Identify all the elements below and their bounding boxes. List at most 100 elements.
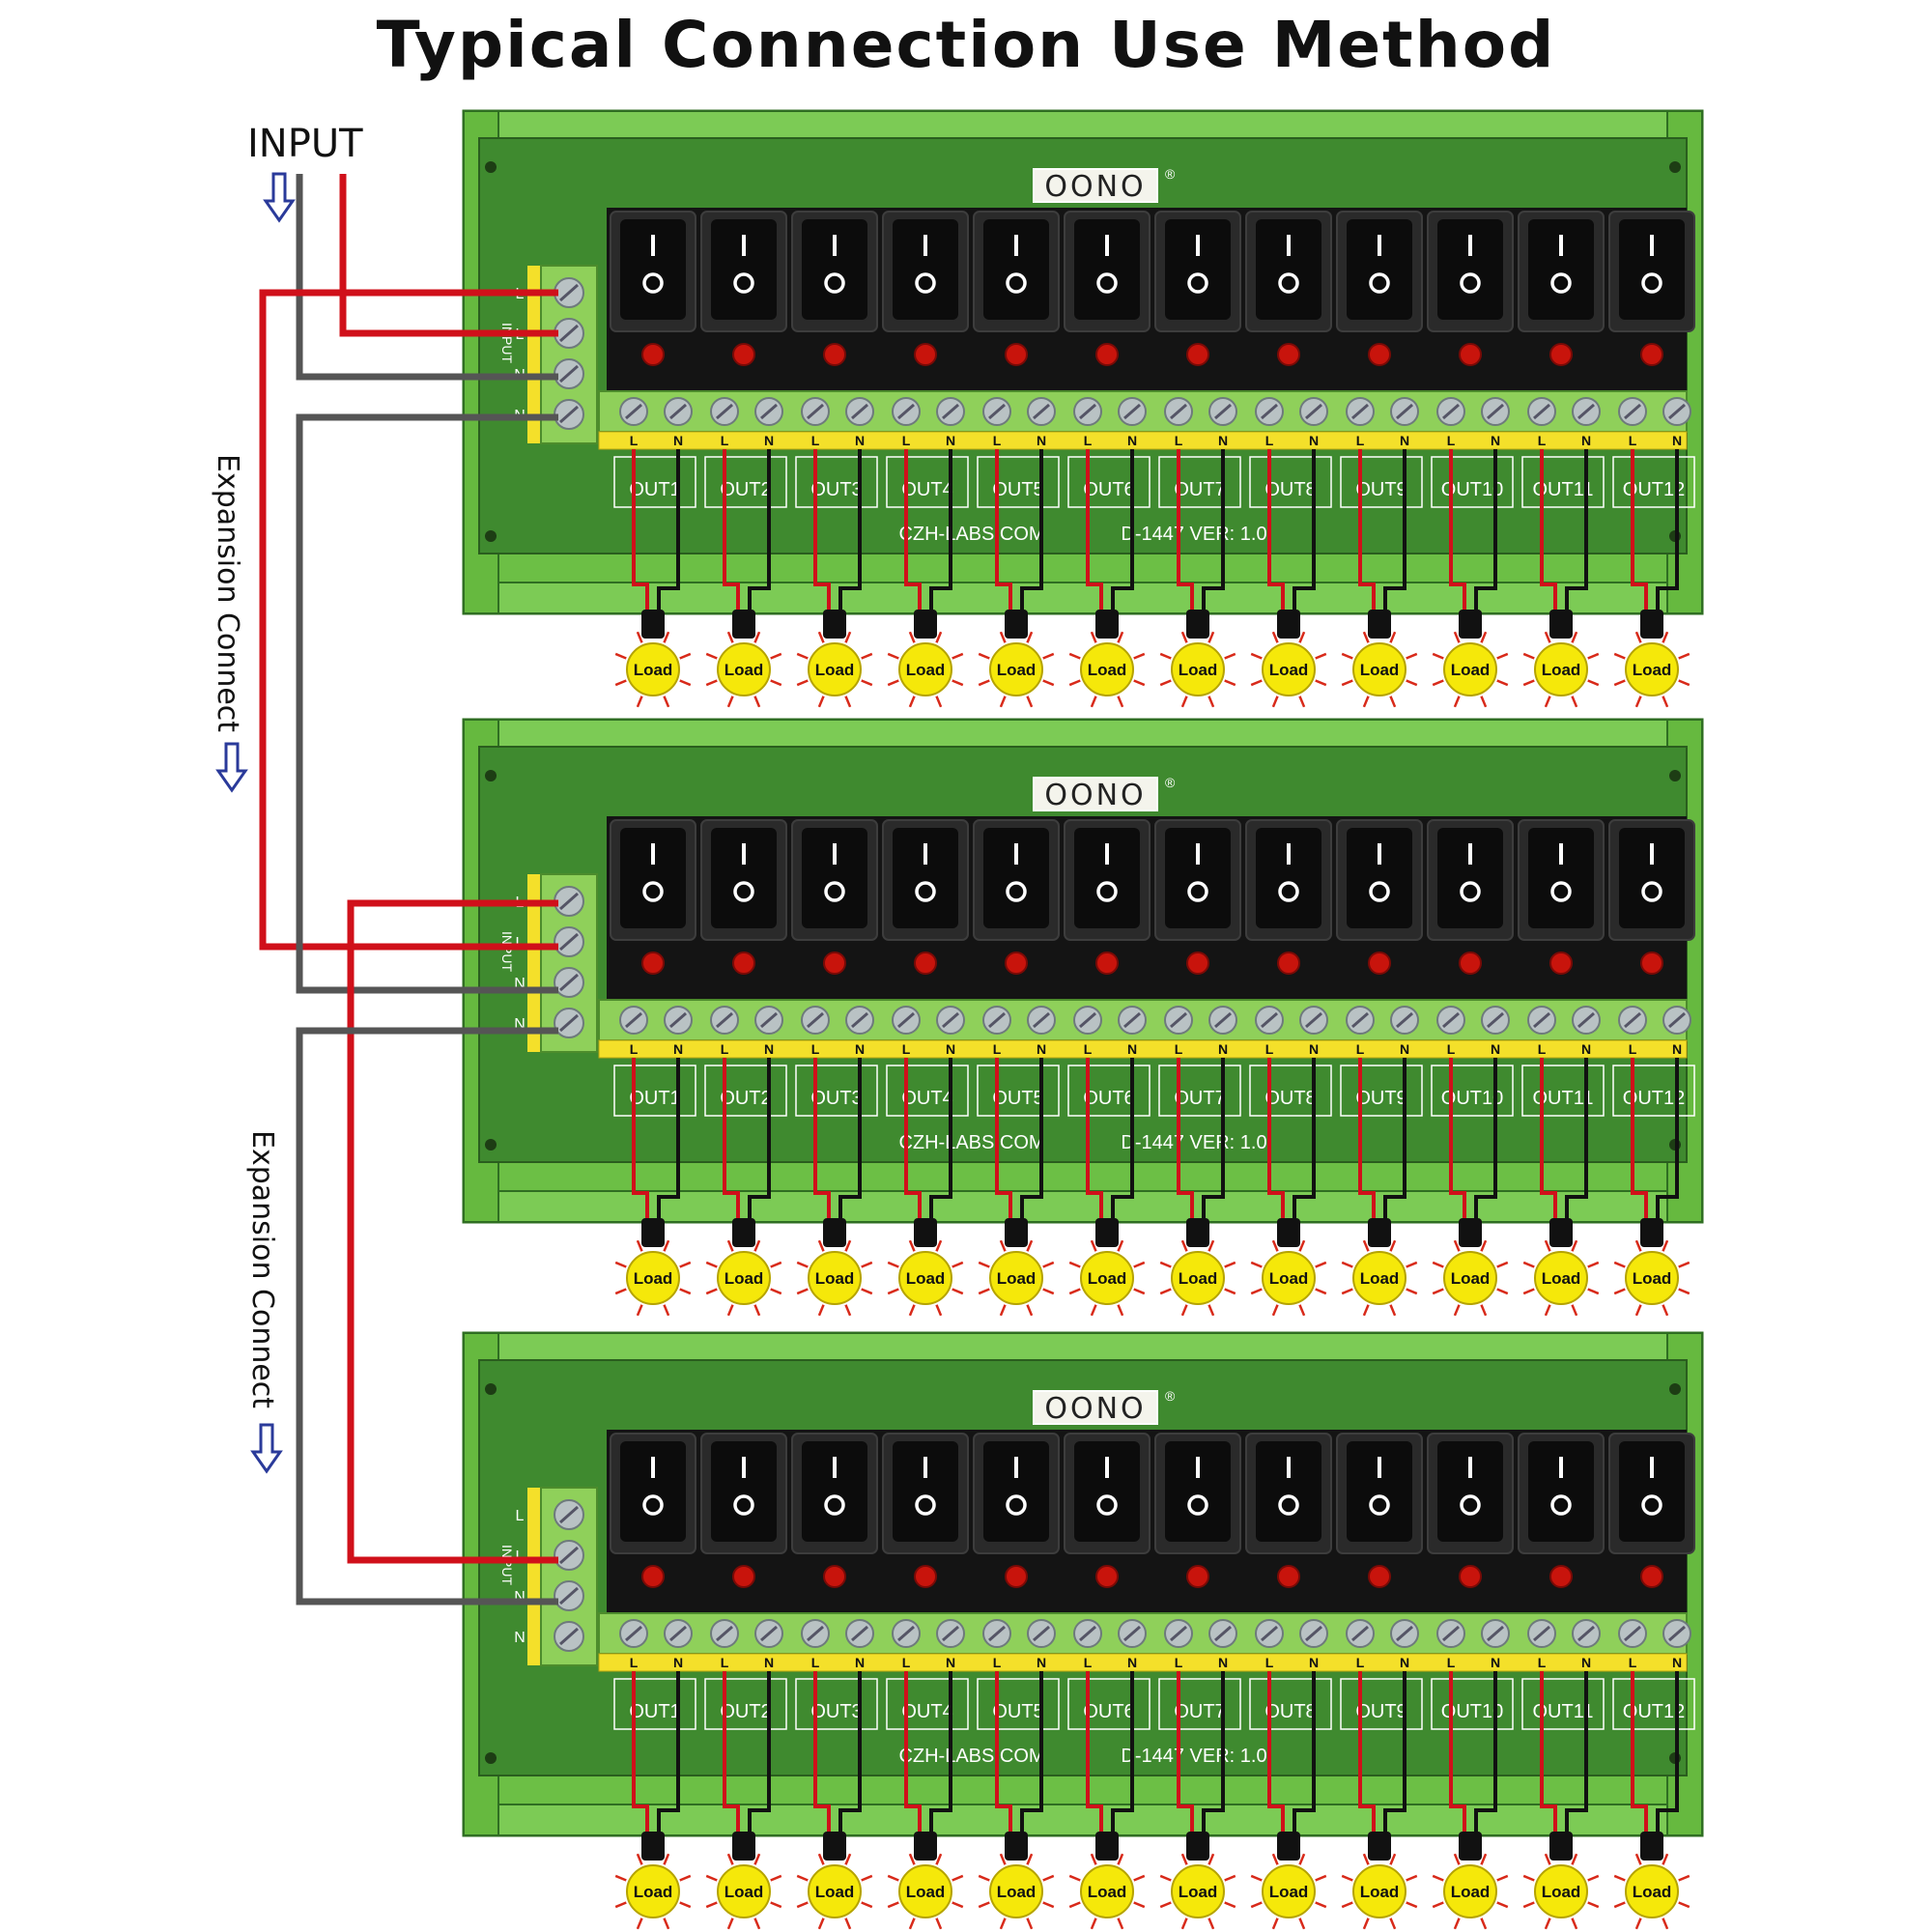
- rocker-switch-5: [973, 819, 1060, 975]
- bulb-ray: [1480, 1853, 1488, 1865]
- load-wire-red: [1086, 1058, 1103, 1222]
- brand-logo: OONO: [1044, 170, 1146, 204]
- load-label: Load: [634, 661, 673, 679]
- screw-slot: [716, 403, 733, 420]
- load-wire-red: [723, 449, 740, 613]
- bulb-ray: [1068, 1901, 1081, 1909]
- bulb-ray: [1250, 1874, 1263, 1882]
- output-label-9: OUT9: [1355, 1088, 1406, 1109]
- load-bulb-5: [989, 642, 1043, 696]
- load-label: Load: [1179, 661, 1218, 679]
- output-silk-box: [1249, 1065, 1332, 1117]
- terminal-letter-l: L: [1084, 1655, 1093, 1670]
- bulb-ray: [1042, 1261, 1055, 1268]
- load-wire-red: [813, 1058, 831, 1222]
- terminal-letter-l: L: [1356, 1655, 1365, 1670]
- load-bulb-2: [717, 642, 771, 696]
- bulb-ray: [679, 652, 692, 660]
- bulb-ray: [1224, 652, 1236, 660]
- switch-off-mark: [733, 881, 754, 902]
- switch-rocker: [1074, 1441, 1140, 1542]
- output-label-10: OUT10: [1441, 1088, 1503, 1109]
- screw-slot: [897, 403, 915, 420]
- load-wire-black: [1383, 449, 1406, 613]
- terminal-letter-n: N: [1581, 1655, 1591, 1670]
- indicator-led: [1368, 952, 1391, 975]
- screw-slot: [851, 1011, 868, 1029]
- bulb-ray: [1341, 1901, 1353, 1909]
- bulb-ray: [1522, 1901, 1535, 1909]
- load-wire-black: [1111, 1671, 1134, 1835]
- load-label: Load: [724, 661, 764, 679]
- switch-off-mark: [1369, 1494, 1390, 1516]
- terminal-letter-n: N: [764, 433, 774, 448]
- load-wire-red: [632, 449, 649, 613]
- screw-slot: [851, 403, 868, 420]
- output-silk-box: [1340, 1678, 1423, 1730]
- terminal-letter-n: N: [1218, 1655, 1228, 1670]
- bulb-base: [1368, 1832, 1391, 1861]
- load-bulb-11: [1534, 1251, 1588, 1305]
- output-label-2: OUT2: [720, 1701, 771, 1722]
- load-bulb-4: [898, 642, 952, 696]
- load-wire-red: [904, 1058, 922, 1222]
- bulb-ray: [952, 652, 964, 660]
- load-label: Load: [1542, 661, 1581, 679]
- switch-rocker: [1437, 828, 1503, 928]
- switch-rocker: [983, 828, 1049, 928]
- bulb-ray: [753, 1918, 761, 1930]
- load-label: Load: [1269, 661, 1309, 679]
- indicator-led: [641, 952, 665, 975]
- bulb-ray: [817, 631, 825, 643]
- bulb-ray: [1571, 1239, 1578, 1252]
- bulb-ray: [887, 1874, 899, 1882]
- load-bulb-11: [1534, 1864, 1588, 1918]
- bulb-base: [1640, 610, 1663, 639]
- bulb-ray: [614, 1288, 627, 1295]
- bulb-ray: [999, 1853, 1007, 1865]
- terminal-letter-l: L: [1356, 1041, 1365, 1057]
- bulb-base: [823, 1832, 846, 1861]
- terminal-letter-n: N: [855, 433, 865, 448]
- load-wire-black: [657, 1671, 680, 1835]
- rocker-switch-3: [791, 211, 878, 366]
- bulb-ray: [1544, 696, 1551, 708]
- bulb-ray: [1090, 1853, 1097, 1865]
- bulb-ray: [1544, 631, 1551, 643]
- load-wire-black: [1383, 1671, 1406, 1835]
- switch-rocker: [802, 1441, 867, 1542]
- bulb-base: [1549, 1218, 1573, 1247]
- load-bulb-5: [989, 1864, 1043, 1918]
- bulb-ray: [1180, 1239, 1188, 1252]
- board-caption-brand: CZH-LABS.COM: [898, 1746, 1044, 1767]
- screw-slot: [1079, 403, 1096, 420]
- bulb-ray: [679, 1901, 692, 1909]
- output-silk-box: [1612, 1065, 1695, 1117]
- indicator-led: [823, 952, 846, 975]
- load-wire-black: [1111, 449, 1134, 613]
- bulb-ray: [636, 1853, 643, 1865]
- bulb-ray: [753, 696, 761, 708]
- load-wire-black: [1111, 1058, 1134, 1222]
- bulb-ray: [1587, 1288, 1600, 1295]
- bulb-ray: [1634, 631, 1642, 643]
- bulb-ray: [1362, 1304, 1370, 1317]
- bulb-ray: [1315, 1288, 1327, 1295]
- bulb-ray: [705, 1874, 718, 1882]
- load-label: Load: [1542, 1269, 1581, 1288]
- bulb-ray: [1544, 1918, 1551, 1930]
- bulb-ray: [1042, 1288, 1055, 1295]
- load-label: Load: [1269, 1269, 1309, 1288]
- output-label-2: OUT2: [720, 1088, 771, 1109]
- rocker-switch-10: [1427, 819, 1514, 975]
- indicator-led: [732, 343, 755, 366]
- screw-slot: [1487, 1625, 1504, 1642]
- output-label-1: OUT1: [629, 479, 680, 500]
- rocker-switch-3: [791, 819, 878, 975]
- bulb-ray: [887, 1901, 899, 1909]
- bulb-ray: [978, 1874, 990, 1882]
- bulb-ray: [1133, 1901, 1146, 1909]
- switch-off-mark: [733, 1494, 754, 1516]
- mount-hole: [485, 1752, 497, 1764]
- output-silk-box: [704, 1678, 787, 1730]
